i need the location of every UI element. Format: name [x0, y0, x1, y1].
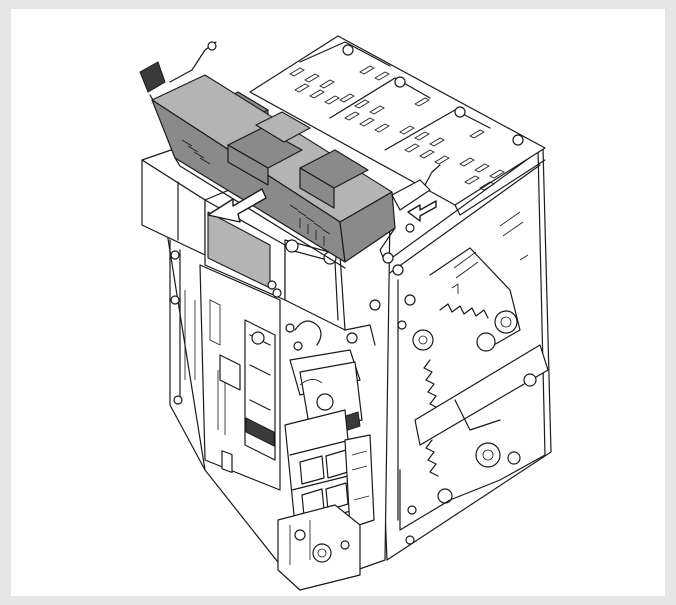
control-panel: [141, 139, 346, 461]
breaker-illustration: [139, 35, 552, 591]
bottom-modules: [277, 409, 375, 591]
top-terminals: [249, 35, 546, 216]
side-panel: [374, 147, 552, 561]
center-mechanism: [289, 299, 381, 433]
drawing-canvas: [11, 9, 665, 596]
removal-arrow: [207, 188, 267, 223]
top-cover-part: [139, 41, 441, 269]
